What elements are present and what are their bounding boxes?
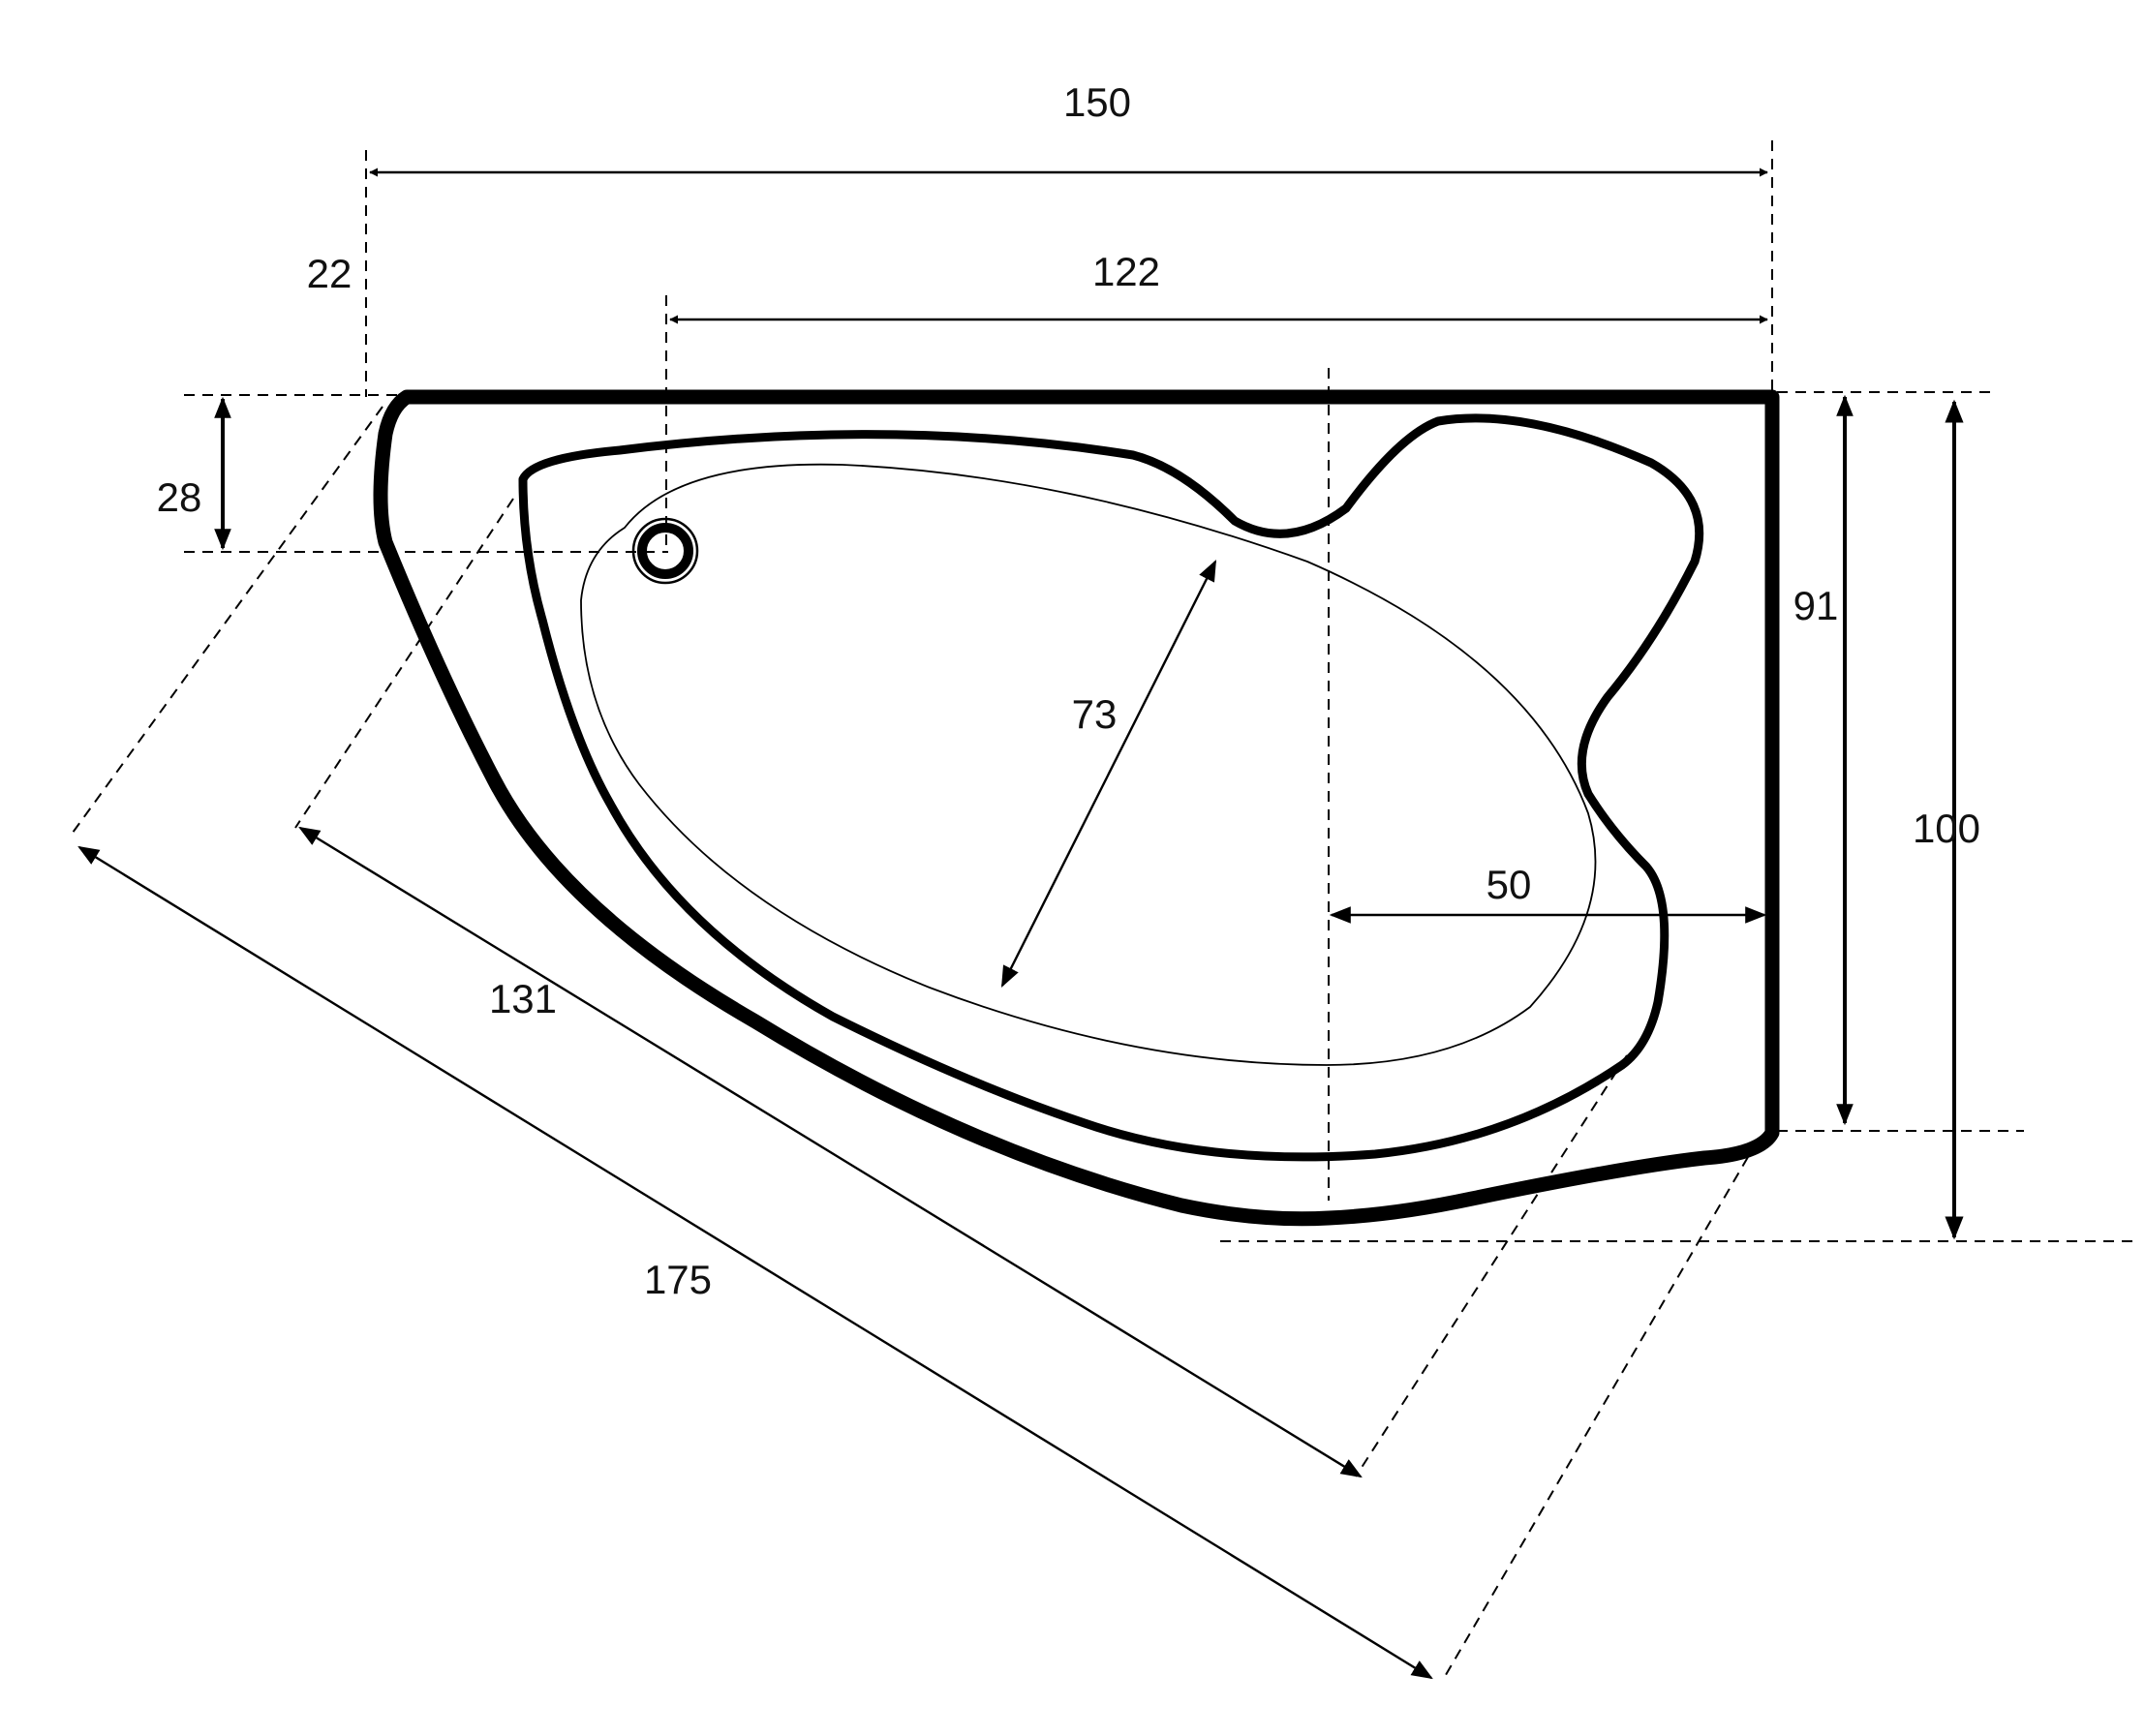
basin-ellipse (580, 463, 1597, 1066)
extension-lines (72, 140, 2135, 1681)
dimension-labels: 150 122 22 28 91 100 73 50 131 175 (157, 79, 1980, 1302)
label-height-total: 100 (1913, 806, 1980, 851)
label-width-inner: 122 (1092, 249, 1160, 294)
label-left-offset: 22 (307, 251, 352, 296)
tub-rim-outline (518, 413, 1704, 1162)
label-drain-offset: 28 (157, 474, 202, 520)
dim-line-175 (77, 845, 1433, 1680)
dim-line-73 (1000, 560, 1217, 988)
dimension-arrows (77, 168, 1964, 1680)
label-height-side: 91 (1793, 583, 1839, 628)
label-diagonal-inner: 131 (489, 976, 557, 1021)
label-width-total: 150 (1063, 79, 1131, 125)
label-diagonal-outer: 175 (644, 1257, 712, 1302)
label-basin-width: 73 (1072, 691, 1118, 737)
label-depth-to-center: 50 (1486, 862, 1532, 907)
drain-icon (631, 517, 699, 585)
